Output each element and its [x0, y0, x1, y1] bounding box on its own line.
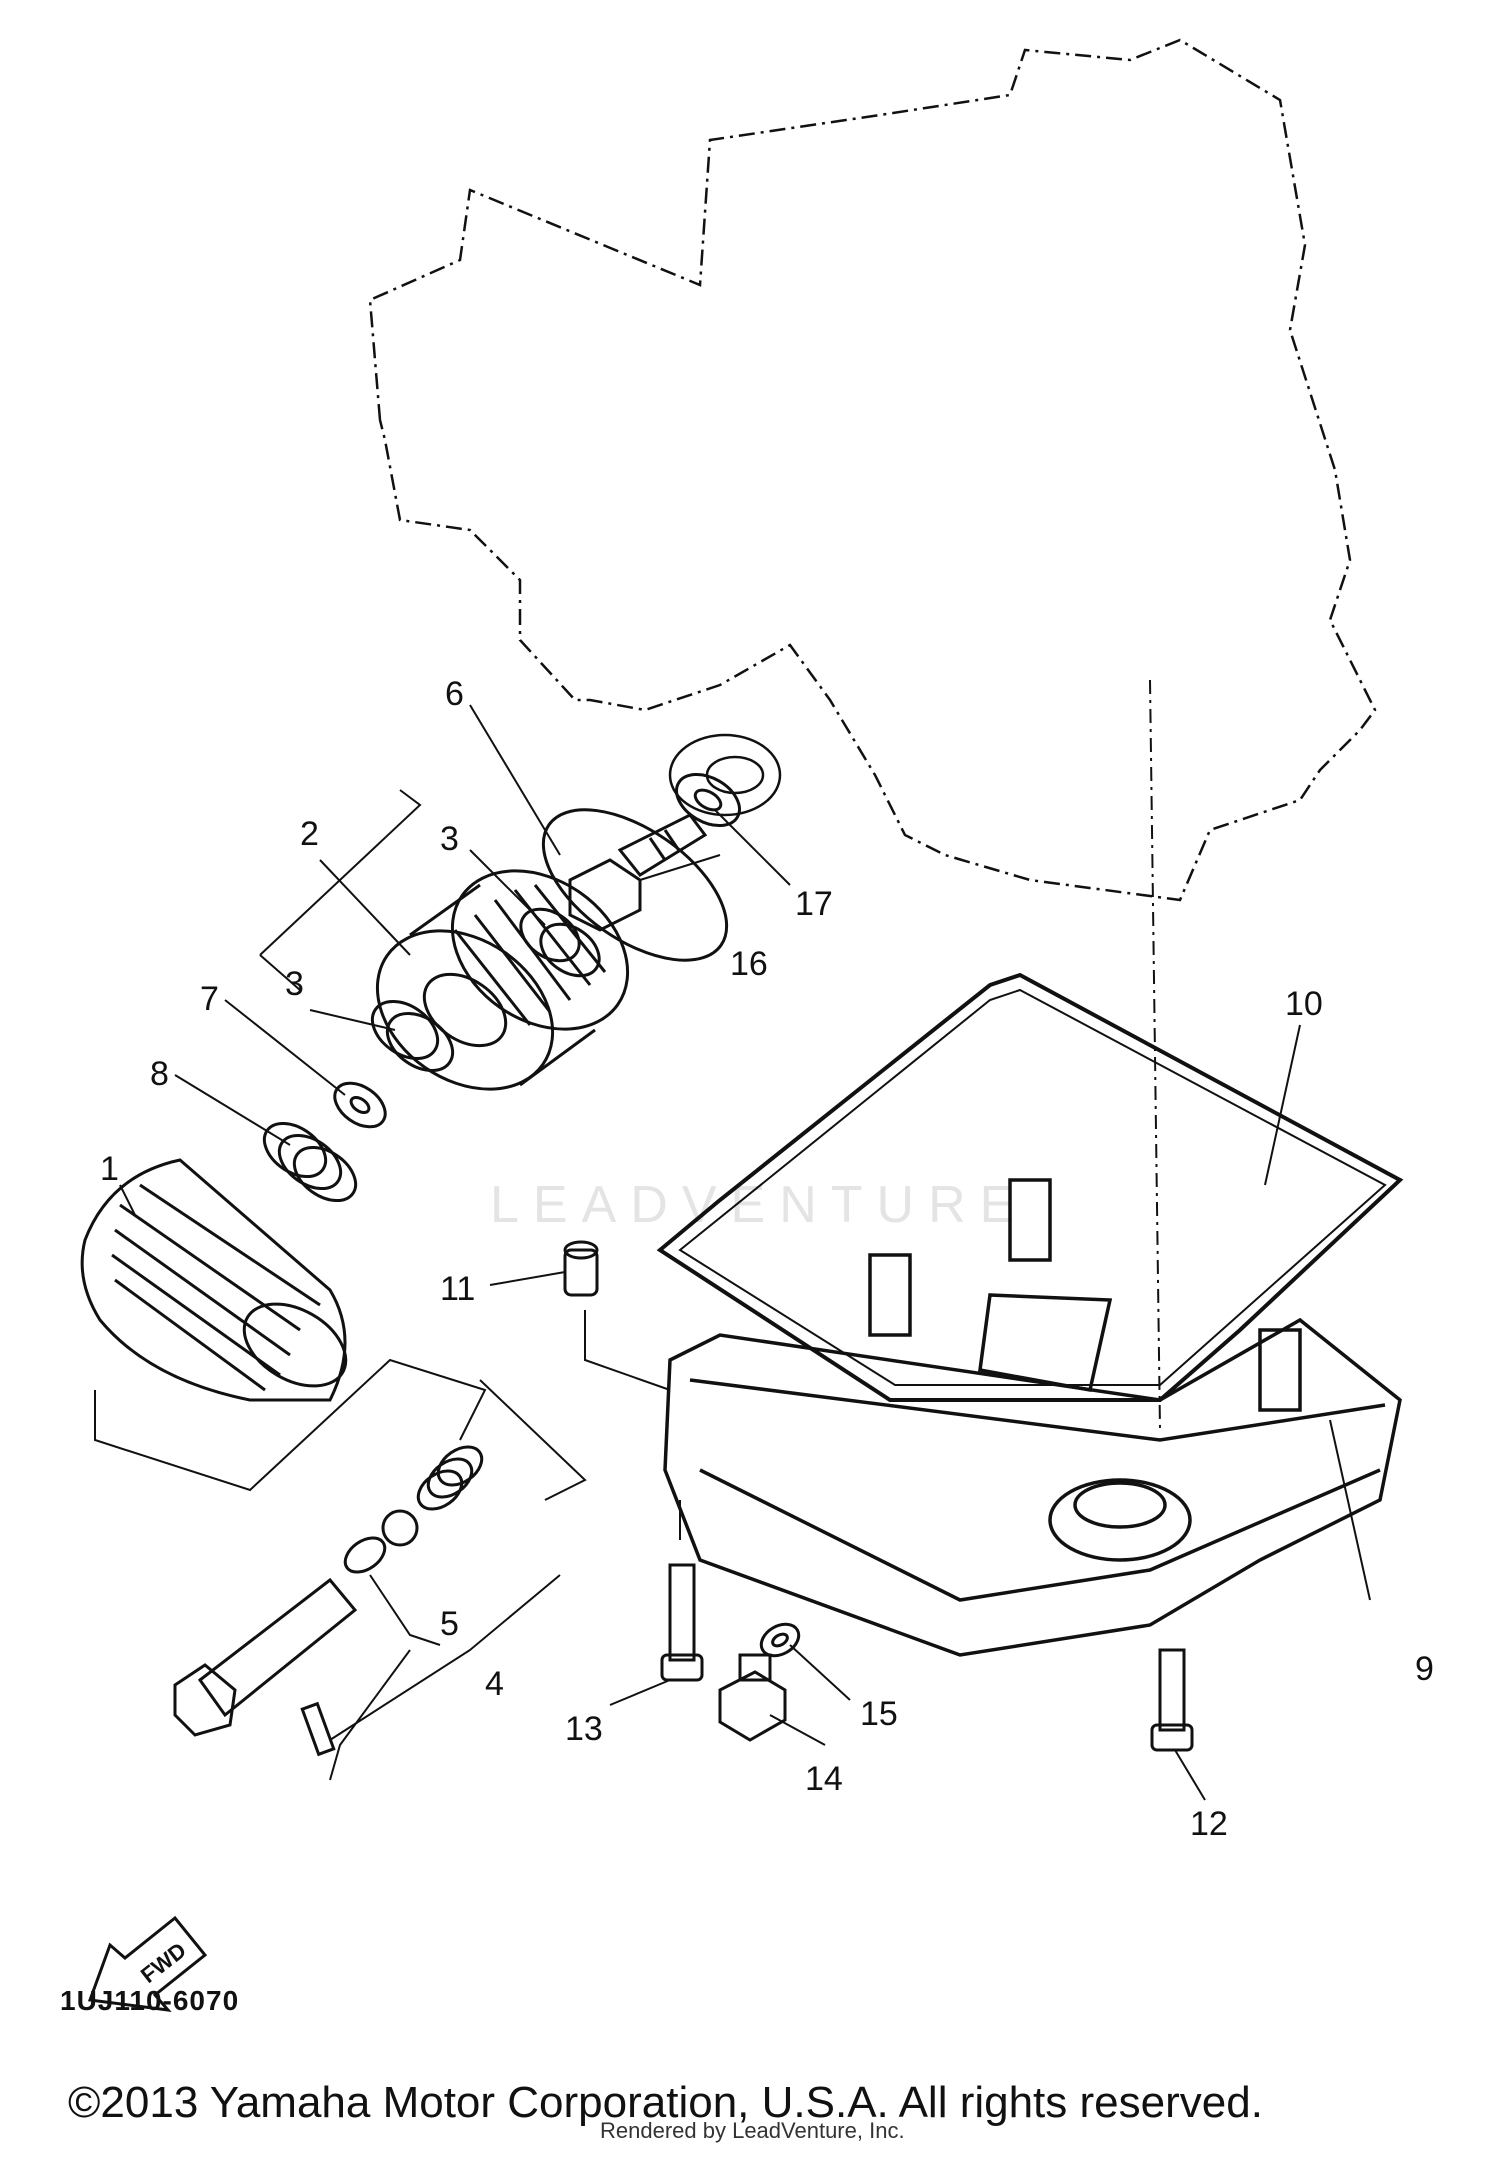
- alignment-line: [1149, 679, 1161, 1431]
- callout-10: 10: [1285, 985, 1323, 1023]
- callout-4: 4: [485, 1665, 504, 1703]
- part-12-bolt: [1150, 1648, 1194, 1752]
- callout-14: 14: [805, 1760, 843, 1798]
- part-17-washer: [675, 772, 741, 828]
- figure-code: 1UJ110-6070: [60, 1985, 240, 2016]
- callout-11: 11: [440, 1270, 475, 1308]
- part-11-plug: [563, 1240, 599, 1297]
- part-9-oil-pan: [663, 1178, 1402, 1657]
- part-10-gasket: [656, 972, 1404, 1402]
- render-note: Rendered by LeadVenture, Inc.: [600, 2118, 905, 2143]
- callout-3-upper: 3: [440, 820, 459, 858]
- part-14-drain-bolt: [718, 1653, 787, 1742]
- part-8-spring: [262, 1121, 358, 1203]
- callout-8: 8: [150, 1055, 169, 1093]
- watermark-text: LEADVENTURE: [490, 1176, 1029, 1234]
- callout-2: 2: [300, 815, 319, 853]
- callout-3-lower: 3: [285, 965, 304, 1003]
- part-1-filter-cover: [80, 1158, 348, 1402]
- part-10-gasket-inner: [678, 988, 1387, 1386]
- callout-13: 13: [565, 1710, 603, 1748]
- part-2-filter-element: [375, 869, 630, 1091]
- callout-12: 12: [1190, 1805, 1228, 1843]
- callout-15: 15: [860, 1695, 898, 1733]
- part-13-bolt: [660, 1563, 704, 1682]
- part-15-washer: [759, 1622, 801, 1658]
- callout-1: 1: [100, 1150, 119, 1188]
- part-16-union-bolt: [568, 813, 708, 932]
- callout-6: 6: [445, 675, 464, 713]
- callout-9: 9: [1415, 1650, 1434, 1688]
- part-6-o-ring: [541, 808, 729, 962]
- part-3-lower-spacer: [370, 999, 455, 1073]
- copyright-notice: ©2013 Yamaha Motor Corporation, U.S.A. A…: [68, 2078, 1263, 2127]
- part-7-washer: [333, 1081, 387, 1129]
- callout-5: 5: [440, 1605, 459, 1643]
- part-4-relief-assembly: [173, 1445, 484, 1757]
- engine-outline: [368, 38, 1377, 902]
- callout-16: 16: [730, 945, 768, 983]
- leader-lines: [94, 704, 1371, 1801]
- callout-17: 17: [795, 885, 833, 923]
- callout-7: 7: [200, 980, 219, 1018]
